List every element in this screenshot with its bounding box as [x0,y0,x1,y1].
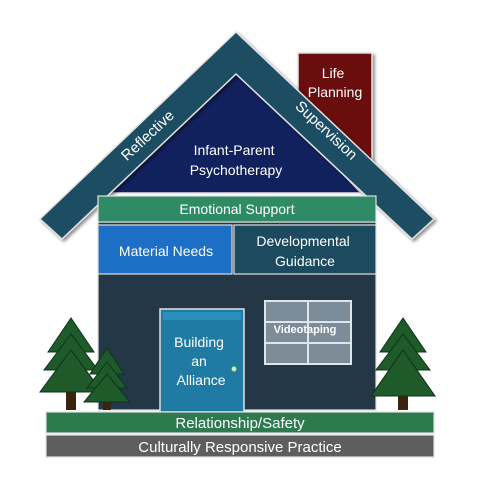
material-needs-label: Material Needs [119,243,213,259]
culturally-responsive-label: Culturally Responsive Practice [138,439,341,456]
roof-band [38,30,436,241]
material-needs-block: Material Needs [97,224,233,275]
svg-text:Developmental Guidance: Developmental Guidance [256,233,353,269]
door: Building an Alliance [159,308,245,413]
window-label: Videotaping [274,324,337,336]
window: Videotaping [264,300,352,365]
svg-text:Life Planning: Life Planning [308,65,363,100]
emotional-support-band: Emotional Support [97,195,377,223]
door-label-line: Building [174,334,224,350]
door-label-line: Alliance [176,372,225,388]
door-label-line: an [191,353,207,369]
developmental-label-line: Guidance [275,253,335,269]
developmental-label-line: Developmental [256,233,349,249]
relationship-safety-label: Relationship/Safety [175,415,305,432]
tree-right [370,317,436,410]
tree-left-large [39,317,103,410]
tree-left-small [82,347,132,410]
culturally-responsive-band: Culturally Responsive Practice [45,434,435,458]
svg-text:Building an Allian: Building an Alliance [174,334,228,388]
developmental-guidance-block: Developmental Guidance [233,224,377,275]
attic-label-line: Psychotherapy [190,162,283,178]
chimney-label-line: Planning [308,84,363,100]
chimney-label-line: Life [322,65,345,81]
attic-triangle: Infant-Parent Psychotherapy [96,64,363,194]
relationship-safety-band: Relationship/Safety [45,411,435,434]
attic-label-line: Infant-Parent [194,142,275,158]
svg-text:Infant-Parent Psychother: Infant-Parent Psychotherapy [190,142,283,178]
emotional-support-label: Emotional Support [179,201,294,217]
door-knob-icon [230,365,238,373]
